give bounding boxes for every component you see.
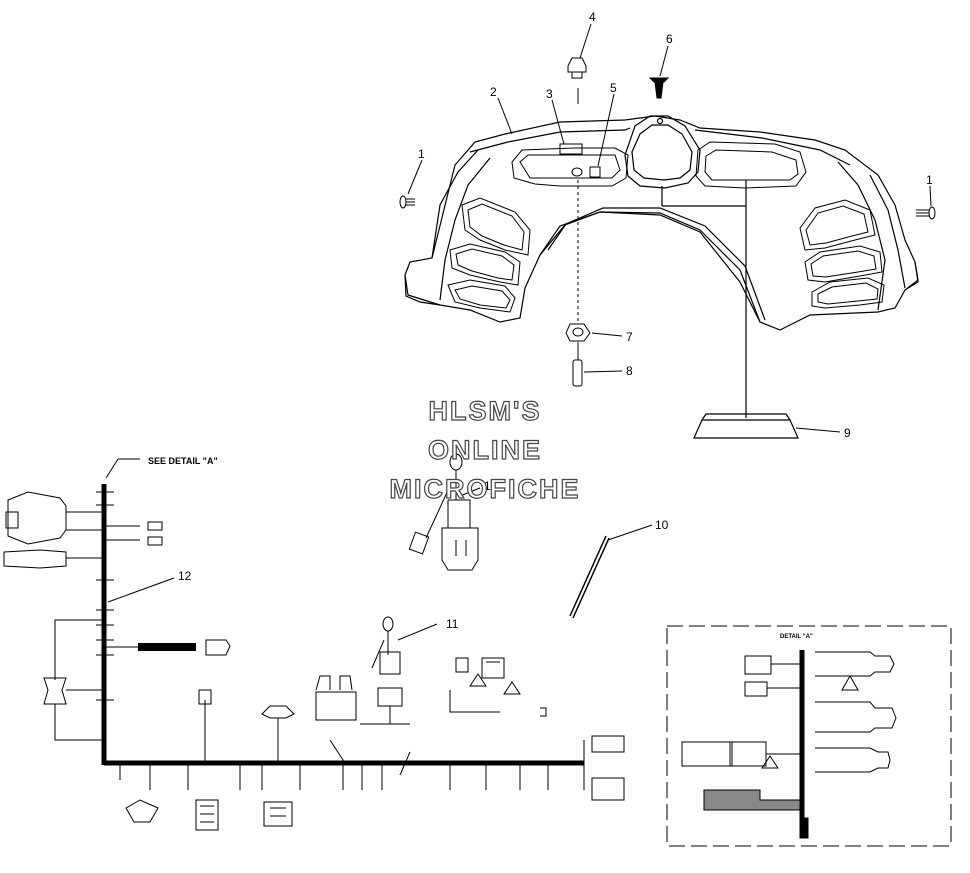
callout-4: 4 (589, 10, 596, 24)
watermark-line-3: MICROFICHE (390, 474, 581, 504)
part-10-cable-tie-icon (569, 535, 610, 619)
right-pocket (695, 141, 807, 189)
callout-6: 6 (666, 32, 673, 46)
part-7-nut-icon (565, 180, 591, 342)
dash-panel (404, 115, 919, 331)
detail-a-title: DETAIL "A" (780, 634, 813, 640)
callout-9: 9 (844, 426, 851, 440)
part-6-push-clip-icon (648, 77, 670, 99)
watermark-line-2: ONLINE (428, 435, 542, 465)
part-4-knob-icon (567, 57, 587, 104)
right-vent-cluster (799, 199, 885, 309)
callout-7: 7 (626, 330, 633, 344)
callout-1-left: 1 (418, 147, 425, 161)
callout-12: 12 (178, 569, 192, 583)
part-8-bulb-icon (572, 342, 583, 387)
part-1-right-rivet-icon (916, 206, 936, 220)
callout-1-right: 1 (926, 173, 933, 187)
detail-a-box (666, 625, 952, 847)
part-9-lens-icon (693, 180, 799, 439)
callout-11-upper: 11 (484, 479, 497, 493)
watermark: HLSM'S ONLINE MICROFICHE (389, 395, 581, 504)
callout-5: 5 (610, 81, 617, 95)
left-vent-cluster (447, 197, 531, 313)
callout-3: 3 (546, 87, 553, 101)
part-1-left-rivet-icon (399, 195, 415, 209)
gauge-pod (624, 115, 746, 207)
watermark-line-1: HLSM'S (429, 396, 542, 426)
main-harness (3, 484, 625, 831)
callout-10: 10 (655, 518, 669, 532)
callout-2: 2 (490, 85, 497, 99)
callout-11-lower: 11 (446, 617, 459, 631)
connector-11-upper-icon (408, 453, 479, 571)
see-detail-label: SEE DETAIL "A" (148, 456, 218, 466)
callout-8: 8 (626, 364, 633, 378)
left-pocket (511, 143, 629, 187)
leader-lines (105, 23, 932, 641)
callout-labels: 1 1 2 3 4 5 6 7 8 9 10 11 11 12 SEE DETA… (148, 10, 933, 640)
